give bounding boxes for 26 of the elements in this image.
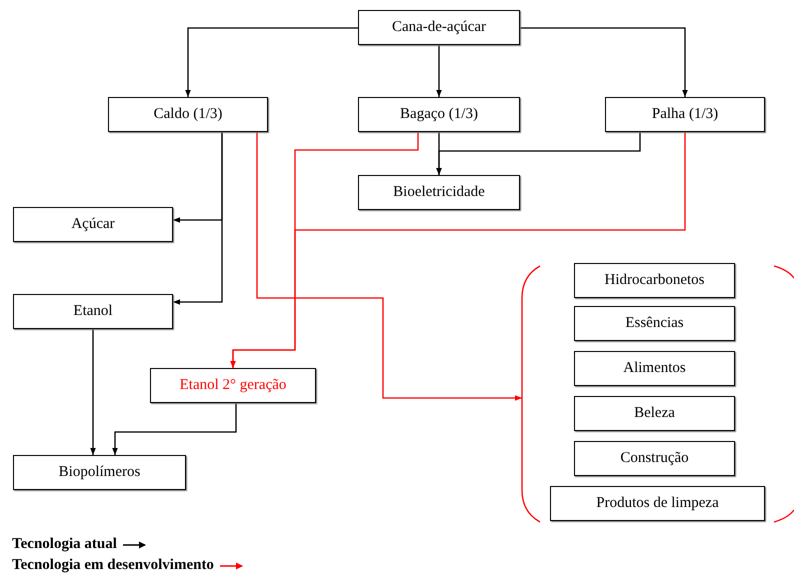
arrow bbox=[256, 132, 522, 401]
process-box: Palha (1/3) bbox=[605, 97, 765, 132]
arrow bbox=[185, 27, 358, 97]
process-box: Açúcar bbox=[13, 207, 173, 242]
arrow bbox=[112, 403, 237, 455]
process-box: Biopolímeros bbox=[13, 455, 186, 490]
process-box: Bagaço (1/3) bbox=[358, 97, 520, 132]
process-box: Etanol bbox=[13, 294, 173, 329]
arrow bbox=[230, 132, 686, 368]
arrow bbox=[520, 27, 688, 97]
process-box: Bioeletricidade bbox=[358, 175, 520, 210]
arrow bbox=[90, 329, 96, 455]
arrow bbox=[173, 132, 223, 305]
arrow bbox=[436, 45, 442, 97]
legend-text: Tecnologia atual bbox=[12, 537, 117, 552]
process-box: Etanol 2° geração bbox=[150, 368, 316, 403]
process-box: Beleza bbox=[574, 396, 735, 431]
arrow bbox=[436, 132, 641, 175]
process-box: Caldo (1/3) bbox=[108, 97, 268, 132]
process-box: Produtos de limpeza bbox=[550, 486, 765, 521]
process-box: Hidrocarbonetos bbox=[574, 263, 735, 298]
process-box: Alimentos bbox=[574, 351, 735, 386]
process-box: Essências bbox=[574, 306, 735, 341]
legend-text: Tecnologia em desenvolvimento bbox=[12, 558, 214, 573]
process-box: Construção bbox=[574, 441, 735, 476]
process-box: Cana-de-açúcar bbox=[358, 10, 520, 45]
